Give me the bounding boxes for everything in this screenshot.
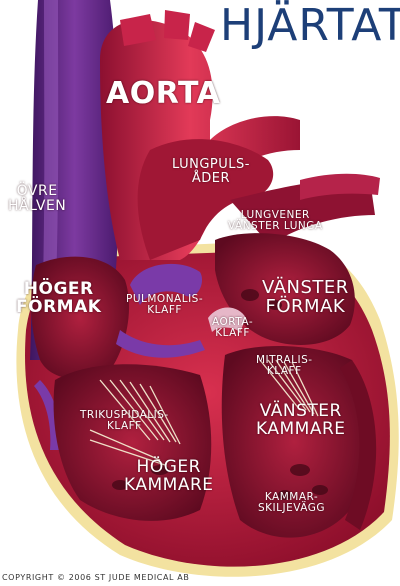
label-lungvener-line2: VÄNSTER LUNGA bbox=[228, 220, 323, 233]
septum-band bbox=[116, 330, 205, 358]
label-aortaklaff: AORTA- KLAFF bbox=[212, 316, 254, 340]
label-mitralisklaff-line2: KLAFF bbox=[266, 365, 302, 378]
label-ovre-halven-line1: ÖVRE bbox=[16, 183, 58, 199]
label-kammarskiljevagg: KAMMAR- SKILJEVÄGG bbox=[258, 491, 326, 515]
label-kammarskiljevagg-line2: SKILJEVÄGG bbox=[258, 502, 326, 515]
left-atrium-chamber bbox=[215, 233, 355, 345]
label-lungvener: LUNGVENER VÄNSTER LUNGA bbox=[228, 209, 323, 233]
label-aorta: AORTA bbox=[106, 76, 221, 111]
right-atrium-chamber bbox=[31, 256, 130, 379]
label-hoger-kammare-line1: HÖGER bbox=[136, 457, 201, 477]
label-lungvener-line1: LUNGVENER bbox=[240, 209, 310, 221]
pulmonary-valve bbox=[130, 263, 203, 305]
muscle-texture bbox=[112, 289, 328, 500]
label-hoger-kammare-line2: KAMMARE bbox=[124, 475, 214, 496]
left-ventricle-wall bbox=[340, 360, 377, 530]
label-lungpulsader: LUNGPULS- ÅDER bbox=[172, 157, 250, 187]
label-vanster-formak-line1: VÄNSTER bbox=[262, 277, 349, 298]
right-ventricle-chamber bbox=[53, 364, 212, 521]
label-ovre-halven-line2: HÅLVEN bbox=[8, 198, 67, 215]
label-mitralisklaff-line1: MITRALIS- bbox=[256, 354, 313, 366]
label-hoger-formak-line2: FÖRMAK bbox=[16, 297, 102, 318]
mitral-chordae bbox=[259, 359, 319, 417]
label-pulmonalisklaff-line1: PULMONALIS- bbox=[126, 293, 204, 305]
label-ovre-halven: ÖVRE HÅLVEN bbox=[8, 183, 67, 215]
label-lungpulsader-line1: LUNGPULS- bbox=[172, 157, 250, 172]
copyright-notice: COPYRIGHT © 2006 ST JUDE MEDICAL AB bbox=[2, 573, 190, 582]
page-title: HJÄRTAT bbox=[220, 0, 400, 51]
label-kammarskiljevagg-line1: KAMMAR- bbox=[264, 491, 319, 503]
label-aortaklaff-line2: KLAFF bbox=[215, 327, 250, 340]
label-mitralisklaff: MITRALIS- KLAFF bbox=[256, 354, 313, 378]
tricuspid-chordae bbox=[89, 379, 181, 466]
label-vanster-formak: VÄNSTER FÖRMAK bbox=[262, 278, 349, 317]
label-vanster-kammare-line2: KAMMARE bbox=[256, 419, 346, 440]
label-lungpulsader-line2: ÅDER bbox=[191, 171, 231, 187]
pulmonary-veins bbox=[230, 179, 375, 245]
label-trikuspidalisklaff-line1: TRIKUSPIDALIS- bbox=[80, 409, 169, 421]
label-aortaklaff-line1: AORTA- bbox=[212, 316, 254, 328]
aortic-valve bbox=[208, 307, 246, 332]
label-hoger-formak-line1: HÖGER bbox=[23, 279, 94, 299]
label-trikuspidalisklaff: TRIKUSPIDALIS- KLAFF bbox=[80, 409, 169, 433]
label-trikuspidalisklaff-line2: KLAFF bbox=[106, 420, 142, 433]
label-vanster-kammare-line1: VÄNSTER bbox=[259, 401, 342, 421]
label-pulmonalisklaff: PULMONALIS- KLAFF bbox=[126, 293, 204, 317]
label-vanster-formak-line2: FÖRMAK bbox=[265, 296, 346, 318]
label-aorta-text: AORTA bbox=[106, 76, 221, 111]
label-hoger-formak: HÖGER FÖRMAK bbox=[16, 280, 101, 317]
label-pulmonalisklaff-line2: KLAFF bbox=[147, 304, 182, 317]
label-vanster-kammare: VÄNSTER KAMMARE bbox=[256, 402, 346, 439]
label-hoger-kammare: HÖGER KAMMARE bbox=[124, 458, 214, 495]
pulmonary-trunk bbox=[137, 139, 274, 260]
left-ventricle-chamber bbox=[221, 345, 367, 538]
